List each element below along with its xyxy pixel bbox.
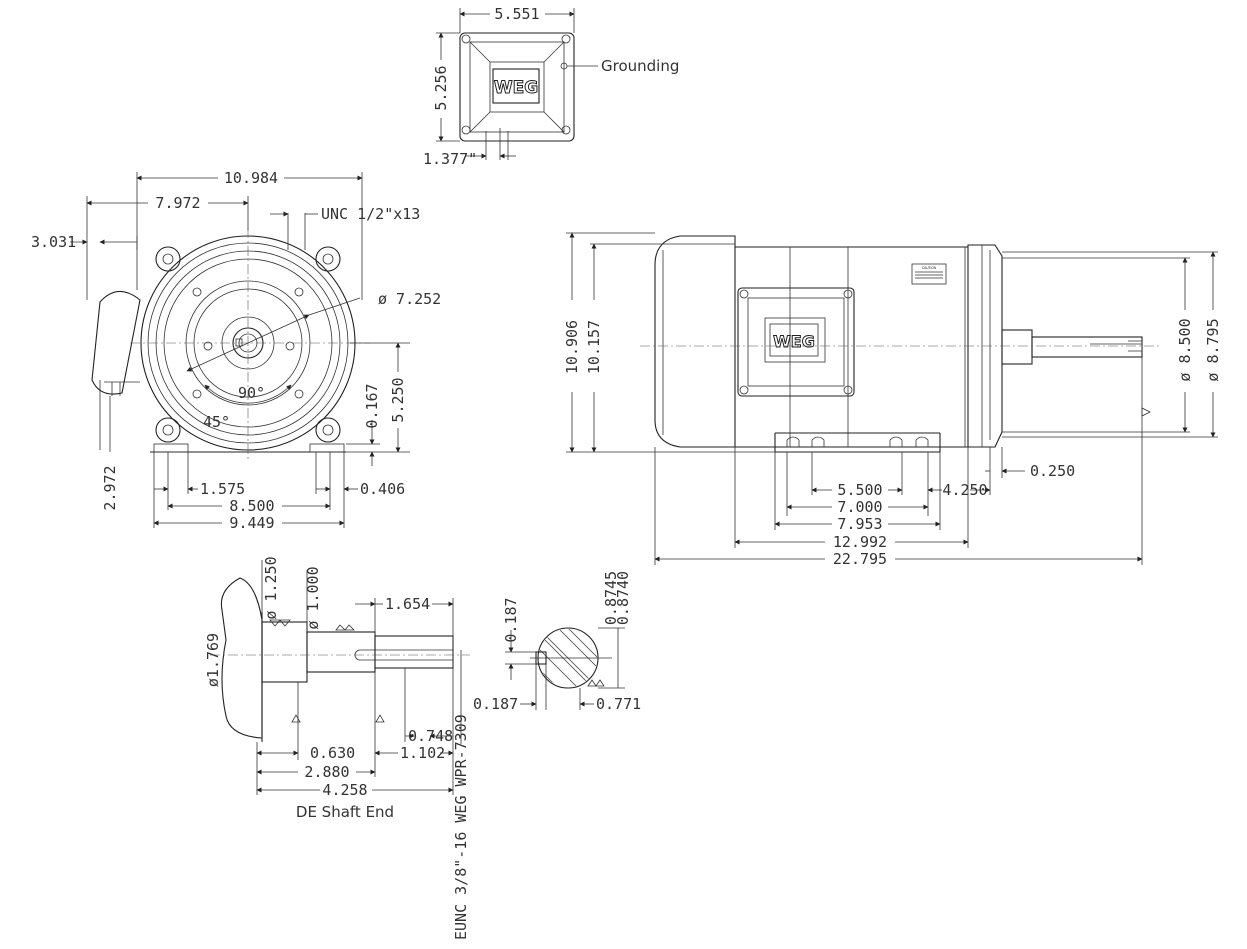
terminal-box-width: 5.551 <box>494 5 539 23</box>
foot-length-dim: 7.953 <box>837 515 882 533</box>
flange-diameter-dim: ø 8.795 <box>1204 318 1222 381</box>
shaft-diameter-dim: ø 1.000 <box>304 566 322 629</box>
base-height-dim: 2.972 <box>101 465 119 510</box>
keyway-depth-dim: 0.187 <box>502 597 520 642</box>
diameter-min-dim: 0.8740 <box>614 571 632 625</box>
angle-45-label: 45° <box>203 413 230 431</box>
hole-spacing-dim: 8.500 <box>229 497 274 515</box>
side-logo-text: WEG <box>773 332 815 351</box>
center-to-box-dim: 7.972 <box>155 194 200 212</box>
total-length-dim: 4.258 <box>322 781 367 799</box>
key-width-dim: 0.187 <box>473 695 518 713</box>
shoulder-diameter-dim: ø 1.250 <box>262 556 280 619</box>
foot-edge-dim: 0.406 <box>360 480 405 498</box>
angle-90-label: 90° <box>238 384 265 402</box>
keyway-section-detail: 0.187 0.8745 0.8740 0.187 0.771 <box>473 571 641 713</box>
foot-hole-dim: 1.575 <box>200 480 245 498</box>
logo-text: WEG <box>494 78 538 98</box>
flange-pilot-dim: ø 8.500 <box>1176 318 1194 381</box>
flange-to-foot-dim: 4.250 <box>942 481 987 499</box>
conduit-dimension: 1.377" <box>423 150 477 168</box>
weg-logo: WEG <box>492 68 540 104</box>
overall-length-dim: 22.795 <box>833 550 887 568</box>
grounding-label: Grounding <box>601 57 679 75</box>
overall-height-dim: 10.906 <box>563 320 581 374</box>
shoulder-length-dim: 0.630 <box>310 744 355 762</box>
hub-diameter-dim: ø1.769 <box>204 633 222 687</box>
key-height-dim: 0.771 <box>596 695 641 713</box>
side-view: WEG CAUTION 10.906 10.1 <box>563 232 1222 568</box>
key-to-end-dim: 1.102 <box>400 744 445 762</box>
shaft-height-dim: 5.250 <box>389 377 407 422</box>
diameter-max-dim: 0.8745 <box>602 571 620 625</box>
pilot-depth-dim: 0.250 <box>1030 462 1075 480</box>
box-offset-dim: 3.031 <box>31 233 76 251</box>
foot-thickness-dim: 0.167 <box>363 383 381 428</box>
shaft-end-title: DE Shaft End <box>296 803 394 821</box>
base-width-dim: 9.449 <box>229 514 274 532</box>
terminal-box-height: 5.256 <box>432 65 450 110</box>
bolt-circle-dim: ø 7.252 <box>378 290 441 308</box>
frame-height-dim: 10.157 <box>585 320 603 374</box>
frame-length-dim: 12.992 <box>833 533 887 551</box>
overall-width-dim: 10.984 <box>224 169 278 187</box>
key-offset-dim: 0.748 <box>408 727 453 745</box>
front-view: 90° 45° 10.984 7.972 3.031 UNC 1/2"x13 ø… <box>31 169 441 532</box>
terminal-box-view: WEG Grounding 5.551 5.256 1.377" <box>423 5 679 168</box>
key-length-dim: 1.654 <box>385 595 430 613</box>
thread-note: EUNC 3/8"-16 WEG WPR-7309 <box>452 714 470 940</box>
shaft-length-dim: 2.880 <box>304 763 349 781</box>
foot-holes-dim: 5.500 <box>837 481 882 499</box>
bolt-note: UNC 1/2"x13 <box>321 205 420 223</box>
caution-label: CAUTION <box>922 266 937 270</box>
foot-spacing-dim: 7.000 <box>837 498 882 516</box>
shaft-end-detail: ø 1.250 ø 1.000 ø1.769 1.654 EUNC 3/8"-1… <box>204 556 470 940</box>
